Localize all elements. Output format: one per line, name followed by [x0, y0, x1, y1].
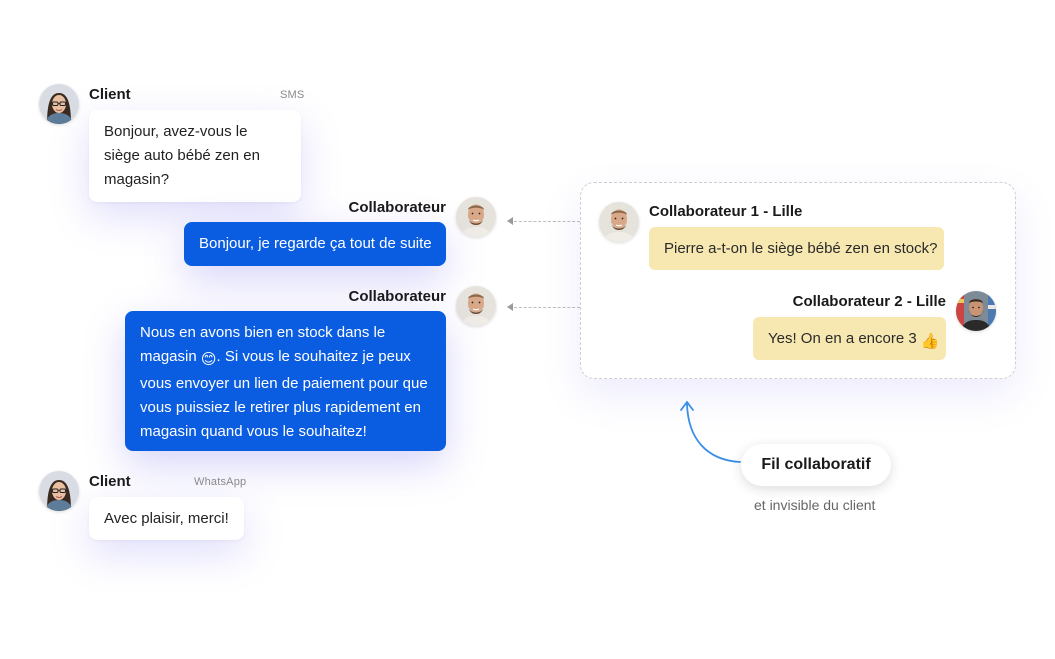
collaborator-avatar: [456, 197, 496, 237]
bearded-man-avatar-icon: [599, 202, 639, 242]
client-message-bubble: Avec plaisir, merci!: [89, 497, 244, 540]
message-text: Bonjour, avez-vous le siège auto bébé ze…: [104, 123, 260, 188]
collaborator-message-bubble: Nous en avons bien en stock dans le maga…: [125, 311, 446, 451]
internal-sender: Collaborateur 1 - Lille: [649, 203, 803, 220]
smiling-face-emoji-icon: 😊: [200, 351, 217, 368]
channel-label-sms: SMS: [280, 89, 305, 101]
woman-with-glasses-avatar-icon: [39, 84, 79, 124]
thumbs-up-emoji-icon: 👍: [920, 333, 940, 350]
channel-label-whatsapp: WhatsApp: [194, 476, 247, 488]
message-text: Yes! On en a encore 3: [768, 330, 917, 347]
man-in-store-avatar-icon: [956, 291, 996, 331]
connector-arrow-icon: [507, 217, 513, 225]
collaborator-1-avatar: [599, 202, 639, 242]
collaborative-thread-label: Fil collaboratif: [741, 444, 891, 486]
message-text-part2: . Si vous le souhaitez je peux vous envo…: [140, 348, 428, 440]
message-sender: Client: [89, 473, 131, 490]
message-sender: Collaborateur: [348, 288, 446, 305]
internal-message-bubble: Yes! On en a encore 3 👍: [753, 317, 946, 360]
client-message-bubble: Bonjour, avez-vous le siège auto bébé ze…: [89, 110, 301, 202]
woman-with-glasses-avatar-icon: [39, 471, 79, 511]
bearded-man-avatar-icon: [456, 197, 496, 237]
callout-subtitle: et invisible du client: [754, 497, 876, 513]
internal-sender: Collaborateur 2 - Lille: [792, 293, 946, 310]
bearded-man-avatar-icon: [456, 286, 496, 326]
client-avatar: [39, 84, 79, 124]
collaborator-2-avatar: [956, 291, 996, 331]
internal-message-bubble: Pierre a-t-on le siège bébé zen en stock…: [649, 227, 944, 270]
collaborator-avatar: [456, 286, 496, 326]
callout-title: Fil collaboratif: [761, 456, 871, 473]
message-text: Pierre a-t-on le siège bébé zen en stock…: [664, 240, 938, 257]
message-sender: Client: [89, 86, 131, 103]
collaborator-message-bubble: Bonjour, je regarde ça tout de suite: [184, 222, 446, 266]
message-text: Avec plaisir, merci!: [104, 510, 229, 527]
message-text-part1: Nous en avons bien en stock dans le maga…: [140, 324, 386, 365]
curved-arrow-icon: [680, 401, 741, 463]
connector-line: [514, 307, 580, 308]
message-sender: Collaborateur: [348, 199, 446, 216]
connector-line: [514, 221, 580, 222]
client-avatar: [39, 471, 79, 511]
connector-arrow-icon: [507, 303, 513, 311]
message-text: Bonjour, je regarde ça tout de suite: [199, 235, 432, 252]
